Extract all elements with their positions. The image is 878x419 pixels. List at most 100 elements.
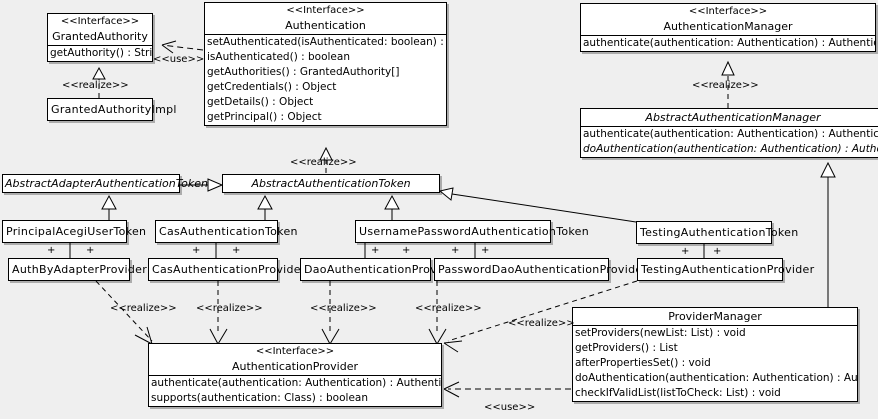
class-box-granted-authority-impl[interactable]: GrantedAuthorityImpl (47, 98, 177, 121)
class-box-provider-manager[interactable]: ProviderManager setProviders(newList: Li… (572, 307, 858, 402)
class-name-auth-by-adapter-provider: AuthByAdapterProvider (12, 263, 148, 276)
edge-label-realize-cas-provider: <<realize>> (196, 303, 263, 314)
operation-is-authenticated: isAuthenticated() : boolean (207, 51, 350, 63)
assoc-plus-right-1: + (86, 245, 95, 256)
operation-get-details: getDetails() : Object (207, 96, 314, 108)
operation-after-properties-set: afterPropertiesSet() : void (575, 357, 711, 369)
assoc-plus-left-3: + (371, 245, 380, 256)
class-header-cas-authentication-token: CasAuthenticationToken (156, 221, 298, 242)
edge-label-realize-auth-by-adapter: <<realize>> (110, 303, 177, 314)
class-box-auth-by-adapter-provider[interactable]: AuthByAdapterProvider (8, 258, 148, 281)
edge-generalize-cas-authentication-token (257, 194, 273, 220)
class-name-password-dao-authentication-provider: PasswordDaoAuthenticationProvider (438, 263, 648, 276)
class-box-cas-authentication-provider[interactable]: CasAuthenticationProvider (148, 258, 306, 281)
edge-label-realize-granted-authority-impl: <<realize>> (62, 80, 129, 91)
class-header-granted-authority: <<Interface>> GrantedAuthority (48, 14, 152, 45)
class-name-abstract-authentication-token: AbstractAuthenticationToken (251, 177, 411, 190)
edge-label-realize-abstract-authentication-manager: <<realize>> (692, 80, 759, 91)
class-name-principal-acegi-user-token: PrincipalAcegiUserToken (6, 225, 147, 238)
class-operations-abstract-authentication-manager: authenticate(authentication: Authenticat… (581, 126, 878, 157)
edge-use-provider-manager (443, 381, 571, 398)
class-name-abstract-adapter-authentication-token: AbstractAdapterAuthenticationToken (5, 177, 208, 190)
class-name-granted-authority-impl: GrantedAuthorityImpl (51, 103, 177, 116)
class-name-testing-authentication-token: TestingAuthenticationToken (640, 226, 799, 239)
class-box-cas-authentication-token[interactable]: CasAuthenticationToken (155, 220, 298, 243)
edge-generalize-testing-authentication-token (438, 187, 637, 223)
class-name-abstract-authentication-manager: AbstractAuthenticationManager (645, 111, 821, 124)
class-stereotype-authentication-provider: <<Interface>> (255, 346, 335, 357)
operation-authenticate-am: authenticate(authentication: Authenticat… (583, 37, 875, 49)
operation-get-authorities: getAuthorities() : GrantedAuthority[] (207, 66, 400, 78)
class-stereotype-authentication: <<Interface>> (286, 5, 365, 16)
class-name-username-password-authentication-token: UsernamePasswordAuthenticationToken (359, 225, 590, 238)
class-header-testing-authentication-provider: TestingAuthenticationProvider (638, 259, 815, 280)
operation-get-authority: getAuthority() : String (50, 47, 152, 59)
class-header-abstract-authentication-manager: AbstractAuthenticationManager (581, 109, 878, 126)
class-header-provider-manager: ProviderManager (573, 308, 857, 325)
class-header-abstract-authentication-token: AbstractAuthenticationToken (223, 175, 439, 192)
class-name-testing-authentication-provider: TestingAuthenticationProvider (641, 263, 815, 276)
operation-set-providers: setProviders(newList: List) : void (575, 327, 746, 339)
class-box-password-dao-authentication-provider[interactable]: PasswordDaoAuthenticationProvider (434, 258, 648, 281)
operation-get-principal: getPrincipal() : Object (207, 111, 322, 123)
class-box-granted-authority[interactable]: <<Interface>> GrantedAuthority getAuthor… (47, 13, 153, 62)
operation-get-credentials: getCredentials() : Object (207, 81, 337, 93)
operation-check-if-valid-list: checkIfValidList(listToCheck: List) : vo… (575, 387, 781, 399)
class-operations-provider-manager: setProviders(newList: List) : void getPr… (573, 325, 857, 401)
class-operations-granted-authority: getAuthority() : String (48, 45, 152, 61)
class-header-granted-authority-impl: GrantedAuthorityImpl (48, 99, 177, 120)
assoc-plus-left-2: + (192, 245, 201, 256)
class-header-principal-acegi-user-token: PrincipalAcegiUserToken (3, 221, 147, 242)
operation-do-authentication-pm: doAuthentication(authentication: Authent… (575, 372, 857, 384)
edge-generalize-provider-manager (820, 161, 836, 307)
class-box-username-password-authentication-token[interactable]: UsernamePasswordAuthenticationToken (355, 220, 590, 243)
assoc-plus-right-2: + (232, 245, 241, 256)
class-header-abstract-adapter-authentication-token: AbstractAdapterAuthenticationToken (3, 175, 208, 192)
class-box-authentication-manager[interactable]: <<Interface>> AuthenticationManager auth… (580, 3, 876, 52)
edge-generalize-principal-acegi-user-token (101, 194, 117, 220)
assoc-plus-left-4: + (451, 245, 460, 256)
edge-label-realize-password-dao-provider: <<realize>> (415, 303, 482, 314)
class-box-abstract-authentication-manager[interactable]: AbstractAuthenticationManager authentica… (580, 108, 878, 158)
class-header-cas-authentication-provider: CasAuthenticationProvider (149, 259, 306, 280)
class-name-cas-authentication-token: CasAuthenticationToken (159, 225, 298, 238)
class-box-authentication-provider[interactable]: <<Interface>> AuthenticationProvider aut… (148, 343, 442, 407)
class-header-dao-authentication-provider: DaoAuthenticationProvider (301, 259, 459, 280)
operation-set-authenticated: setAuthenticated(isAuthenticated: boolea… (207, 36, 446, 48)
class-box-abstract-authentication-token[interactable]: AbstractAuthenticationToken (222, 174, 440, 193)
assoc-plus-left-1: + (47, 245, 56, 256)
operation-get-providers: getProviders() : List (575, 342, 678, 354)
operation-authenticate-aam: authenticate(authentication: Authenticat… (583, 128, 878, 140)
class-name-authentication-manager: AuthenticationManager (663, 20, 793, 33)
edge-use-granted-authority (161, 40, 204, 54)
edge-generalize-username-password-token (384, 194, 400, 220)
edge-label-realize-dao-provider: <<realize>> (310, 303, 377, 314)
class-header-authentication-provider: <<Interface>> AuthenticationProvider (149, 344, 441, 375)
class-box-testing-authentication-provider[interactable]: TestingAuthenticationProvider (637, 258, 815, 281)
class-box-authentication[interactable]: <<Interface>> Authentication setAuthenti… (204, 2, 447, 126)
edge-label-use-provider-manager: <<use>> (484, 402, 536, 413)
class-stereotype-granted-authority: <<Interface>> (60, 16, 140, 27)
class-box-abstract-adapter-authentication-token[interactable]: AbstractAdapterAuthenticationToken (2, 174, 208, 193)
operation-authenticate-ap: authenticate(authentication: Authenticat… (151, 377, 441, 389)
class-header-auth-by-adapter-provider: AuthByAdapterProvider (9, 259, 148, 280)
assoc-plus-right-5: + (713, 246, 722, 257)
class-name-authentication: Authentication (285, 19, 366, 32)
operation-do-authentication-aam: doAuthentication(authentication: Authent… (583, 143, 878, 155)
edge-label-realize-testing-provider: <<realize>> (508, 318, 575, 329)
assoc-plus-right-3: + (402, 245, 411, 256)
class-box-testing-authentication-token[interactable]: TestingAuthenticationToken (636, 221, 799, 244)
class-name-cas-authentication-provider: CasAuthenticationProvider (152, 263, 306, 276)
operation-supports-ap: supports(authentication: Class) : boolea… (151, 392, 368, 404)
class-box-principal-acegi-user-token[interactable]: PrincipalAcegiUserToken (2, 220, 147, 243)
class-operations-authentication-provider: authenticate(authentication: Authenticat… (149, 375, 441, 406)
assoc-plus-right-4: + (481, 245, 490, 256)
class-box-dao-authentication-provider[interactable]: DaoAuthenticationProvider (300, 258, 459, 281)
class-header-authentication-manager: <<Interface>> AuthenticationManager (581, 4, 875, 35)
edge-label-realize-abstract-authentication-token: <<realize>> (290, 157, 357, 168)
class-name-authentication-provider: AuthenticationProvider (231, 360, 359, 373)
class-stereotype-authentication-manager: <<Interface>> (688, 6, 768, 17)
class-operations-authentication-manager: authenticate(authentication: Authenticat… (581, 35, 875, 51)
class-header-testing-authentication-token: TestingAuthenticationToken (637, 222, 799, 243)
